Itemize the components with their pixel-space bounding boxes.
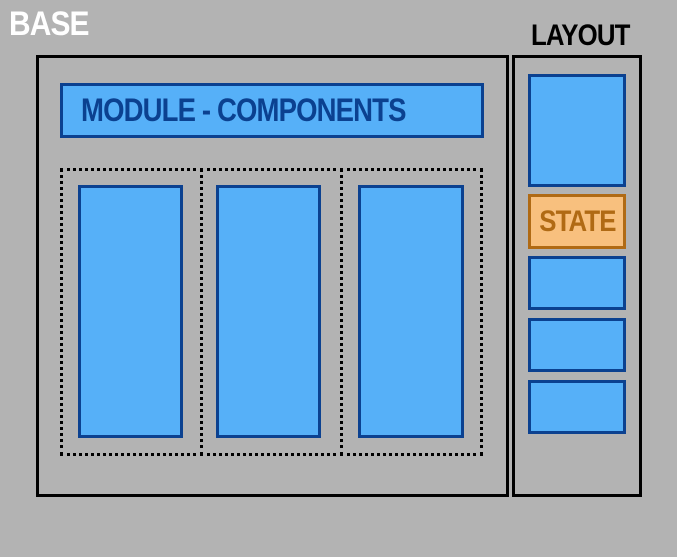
component-box-2 <box>216 185 321 438</box>
state-box: STATE <box>528 194 626 249</box>
layout-box-4 <box>528 380 626 434</box>
component-box-1 <box>78 185 183 438</box>
layout-frame <box>512 55 642 497</box>
base-label: BASE <box>9 5 89 43</box>
module-components-label: MODULE - COMPONENTS <box>81 92 406 128</box>
module-components-bar: MODULE - COMPONENTS <box>60 83 484 138</box>
layout-box-top <box>528 74 626 187</box>
layout-label: LAYOUT <box>531 19 630 52</box>
base-frame <box>36 55 509 497</box>
layout-box-3 <box>528 318 626 372</box>
layout-box-2 <box>528 256 626 310</box>
component-slot-3 <box>340 168 483 456</box>
component-box-3 <box>358 185 464 438</box>
state-label: STATE <box>538 204 616 238</box>
